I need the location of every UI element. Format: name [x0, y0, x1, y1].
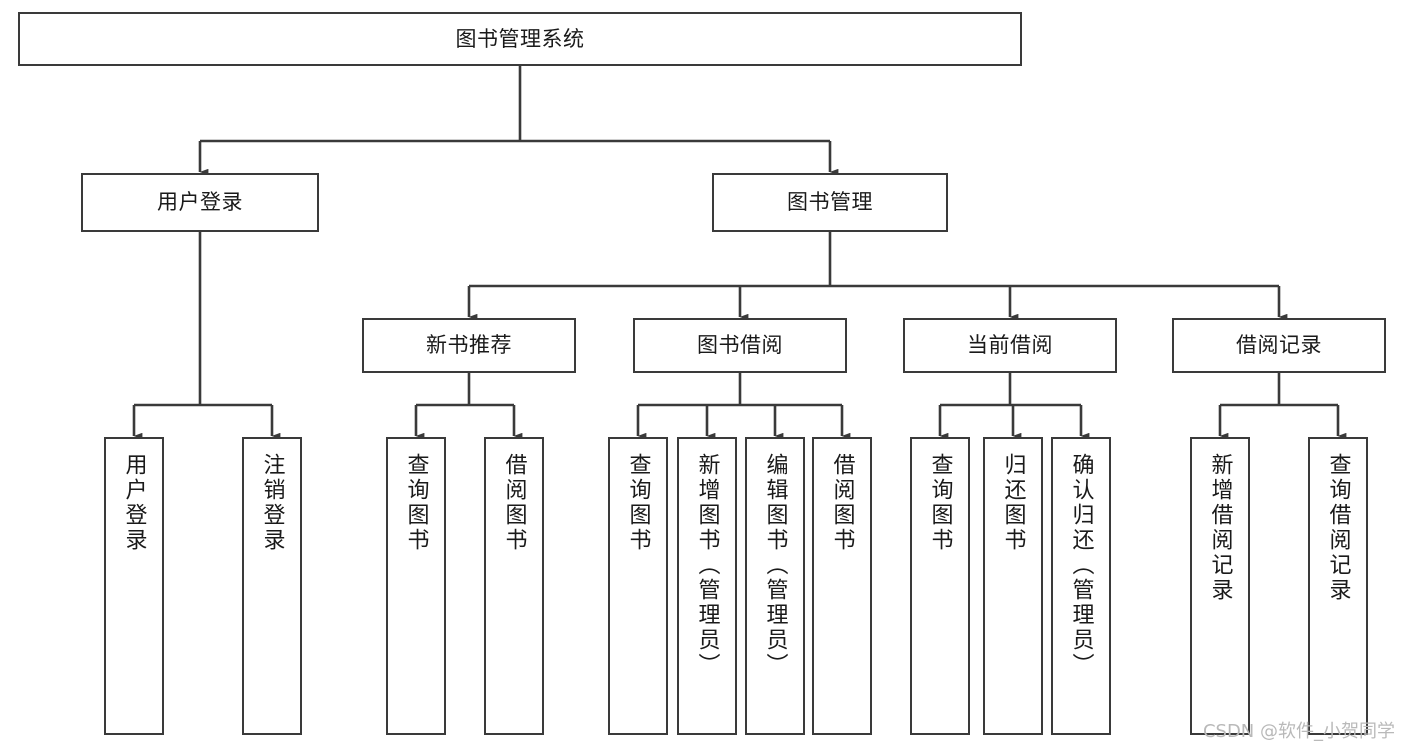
node-label: 确认归还（管理员）	[1068, 453, 1094, 678]
node-l3_query2[interactable]: 查询图书	[608, 437, 668, 735]
node-l3_logout[interactable]: 注销登录	[242, 437, 302, 735]
node-label: 借阅图书	[829, 453, 855, 553]
node-label: 新书推荐	[426, 333, 512, 358]
node-label: 编辑图书（管理员）	[762, 453, 788, 678]
node-l2_borrow[interactable]: 图书借阅	[633, 318, 847, 373]
node-label: 查询图书	[625, 453, 651, 553]
node-l3_editbook[interactable]: 编辑图书（管理员）	[745, 437, 805, 735]
node-l1_login[interactable]: 用户登录	[81, 173, 319, 232]
node-l3_query3[interactable]: 查询图书	[910, 437, 970, 735]
node-label: 新增图书（管理员）	[694, 453, 720, 678]
node-l3_confirm[interactable]: 确认归还（管理员）	[1051, 437, 1111, 735]
node-l3_addbook[interactable]: 新增图书（管理员）	[677, 437, 737, 735]
node-label: 新增借阅记录	[1207, 453, 1233, 603]
node-label: 注销登录	[259, 453, 285, 553]
node-root[interactable]: 图书管理系统	[18, 12, 1022, 66]
node-l2_record[interactable]: 借阅记录	[1172, 318, 1386, 373]
node-label: 当前借阅	[967, 333, 1053, 358]
node-label: 查询图书	[927, 453, 953, 553]
node-label: 图书管理	[787, 190, 873, 215]
node-l3_query1[interactable]: 查询图书	[386, 437, 446, 735]
node-l3_borrow1[interactable]: 借阅图书	[484, 437, 544, 735]
node-l1_book[interactable]: 图书管理	[712, 173, 948, 232]
node-label: 用户登录	[157, 190, 243, 215]
node-l3_borrow2[interactable]: 借阅图书	[812, 437, 872, 735]
node-label: 借阅记录	[1236, 333, 1322, 358]
node-l3_addrec[interactable]: 新增借阅记录	[1190, 437, 1250, 735]
node-l2_newbook[interactable]: 新书推荐	[362, 318, 576, 373]
node-label: 图书管理系统	[455, 26, 585, 51]
node-l3_userlogin[interactable]: 用户登录	[104, 437, 164, 735]
node-label: 图书借阅	[697, 333, 783, 358]
node-label: 归还图书	[1000, 453, 1026, 553]
node-l3_return[interactable]: 归还图书	[983, 437, 1043, 735]
node-l2_current[interactable]: 当前借阅	[903, 318, 1117, 373]
node-label: 查询图书	[403, 453, 429, 553]
node-label: 查询借阅记录	[1325, 453, 1351, 603]
node-l3_queryrec[interactable]: 查询借阅记录	[1308, 437, 1368, 735]
node-label: 用户登录	[121, 453, 147, 553]
node-label: 借阅图书	[501, 453, 527, 553]
